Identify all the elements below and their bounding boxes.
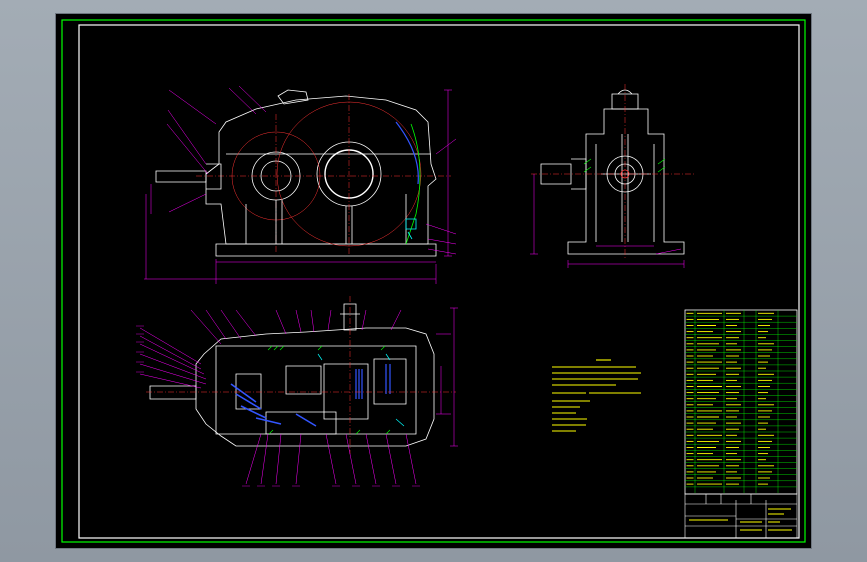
title-block-text [689, 508, 792, 531]
side-center-lines [531, 84, 696, 259]
sealant-lines [405, 123, 421, 245]
inspection-cover [277, 89, 309, 105]
cad-viewport[interactable] [56, 14, 811, 548]
title-block-grid [685, 494, 797, 538]
plan-leaders [139, 309, 417, 485]
output-shaft [340, 303, 360, 331]
bom-text [686, 312, 774, 485]
front-center-lines [196, 94, 451, 254]
technical-notes[interactable] [552, 359, 641, 432]
front-dimensions [144, 89, 452, 284]
side-housing-outline [567, 108, 685, 255]
input-shaft [155, 163, 222, 190]
drawing-canvas[interactable] [56, 14, 811, 548]
sheet-outer-frame [61, 19, 806, 543]
bom-grid [685, 310, 797, 493]
plan-inner-wall [215, 345, 417, 435]
drain-plug [405, 218, 417, 240]
housing-ribs [245, 194, 407, 244]
balloon-marks [136, 325, 420, 487]
base-flange [215, 243, 437, 257]
plan-view[interactable] [136, 296, 458, 487]
plan-cyan-details [317, 353, 405, 427]
housing-outline [205, 95, 437, 245]
title-block[interactable] [684, 493, 798, 539]
gear-blocks [235, 358, 407, 435]
plan-center-lines [146, 296, 456, 454]
front-view[interactable] [144, 85, 457, 284]
side-view[interactable] [530, 84, 696, 268]
plan-dimensions [436, 307, 458, 447]
side-dimensions [530, 174, 685, 268]
plan-input-shaft [149, 385, 197, 400]
pinion-teeth [355, 364, 391, 399]
side-ribs [595, 134, 655, 242]
front-leaders [166, 85, 457, 255]
bevel-gear-teeth [230, 383, 317, 427]
oil-gauge [395, 121, 419, 185]
side-hatching [583, 158, 666, 173]
sheet-inner-frame [78, 24, 800, 539]
notes-lines [552, 366, 641, 432]
plan-hatching [267, 345, 391, 435]
parts-list[interactable] [684, 309, 798, 495]
